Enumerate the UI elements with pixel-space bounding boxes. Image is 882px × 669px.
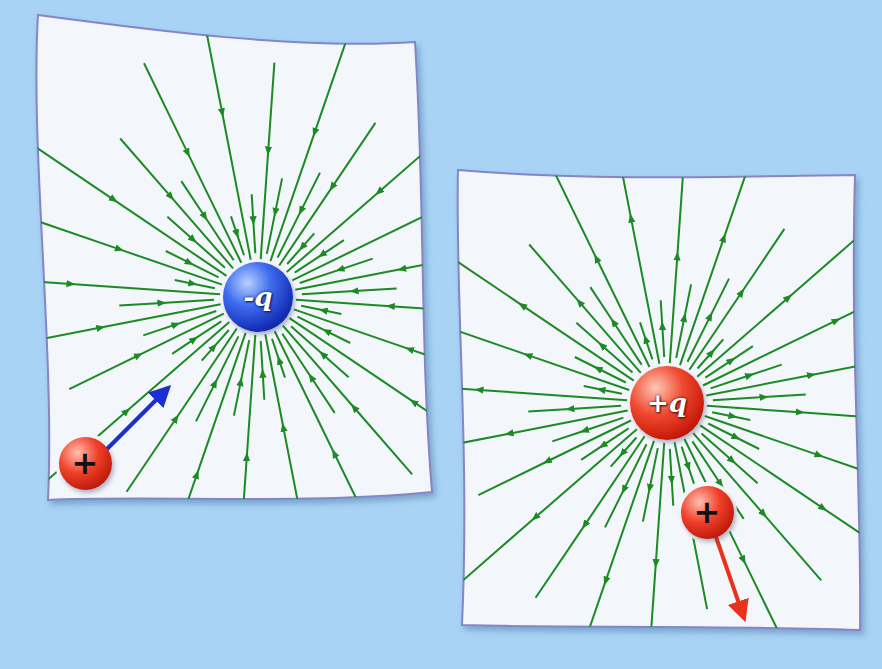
field-line [529, 245, 641, 373]
field-line [697, 232, 863, 376]
field-line [287, 126, 455, 272]
field-line [120, 139, 233, 269]
field-line [478, 421, 631, 496]
field-line [252, 194, 256, 253]
field-line [157, 333, 246, 590]
field-line [275, 331, 383, 553]
field-line [676, 284, 691, 358]
force-arrow [106, 388, 168, 450]
field-line [584, 386, 622, 394]
field-line [294, 309, 504, 381]
field-line [300, 259, 373, 283]
field-line [240, 335, 255, 557]
charge-sphere: +q [630, 366, 704, 440]
field-line [412, 411, 628, 453]
field-line [3, 304, 221, 346]
field-line [693, 433, 821, 580]
field-line [566, 441, 654, 669]
field-line [36, 221, 222, 285]
field-line [358, 381, 627, 400]
field-line [713, 395, 806, 401]
field-line [703, 267, 882, 385]
field-line [528, 406, 621, 412]
field-line [292, 161, 536, 280]
charge-sphere: -q [223, 262, 293, 332]
field-line [431, 244, 634, 381]
field-line [553, 169, 650, 367]
field-line [302, 289, 397, 295]
field-line [661, 300, 665, 357]
field-line [231, 216, 244, 255]
field-line [199, 0, 251, 260]
field-line [295, 252, 488, 290]
field-line [301, 306, 341, 314]
paper-sheet [36, 15, 432, 500]
field-line [119, 300, 214, 306]
field-line [69, 314, 224, 389]
field-line [283, 326, 412, 475]
charge-sign: + [694, 493, 721, 531]
field-lines [0, 0, 537, 590]
test-charge: + [59, 437, 112, 490]
charge-label: -q [244, 282, 273, 312]
force-arrow [716, 537, 744, 618]
field-line [143, 311, 216, 335]
field-line [452, 429, 637, 590]
field-line [175, 280, 215, 288]
field-line [670, 449, 674, 506]
field-line [536, 436, 645, 598]
test-charge: + [681, 486, 734, 539]
field-line [22, 138, 227, 276]
field-line [689, 229, 784, 370]
charge-label: +q [647, 388, 687, 418]
field-line [144, 63, 241, 262]
charge-sign: + [72, 444, 99, 482]
field-line [552, 418, 623, 442]
field-line [608, 99, 660, 364]
field-line [261, 341, 265, 400]
paper-sheet [458, 170, 861, 630]
field-line [265, 334, 298, 503]
field-line [643, 448, 658, 521]
field-line [680, 134, 760, 366]
field-line [234, 340, 249, 416]
field-line [640, 322, 652, 359]
field-line [0, 275, 220, 294]
field-lines [358, 99, 882, 669]
field-line [712, 412, 750, 420]
field-line [267, 178, 282, 254]
field-line [272, 339, 285, 378]
field-line [706, 358, 882, 395]
field-line [711, 365, 782, 389]
field-line [682, 447, 694, 484]
field-line [685, 439, 792, 659]
field-line [279, 123, 375, 266]
